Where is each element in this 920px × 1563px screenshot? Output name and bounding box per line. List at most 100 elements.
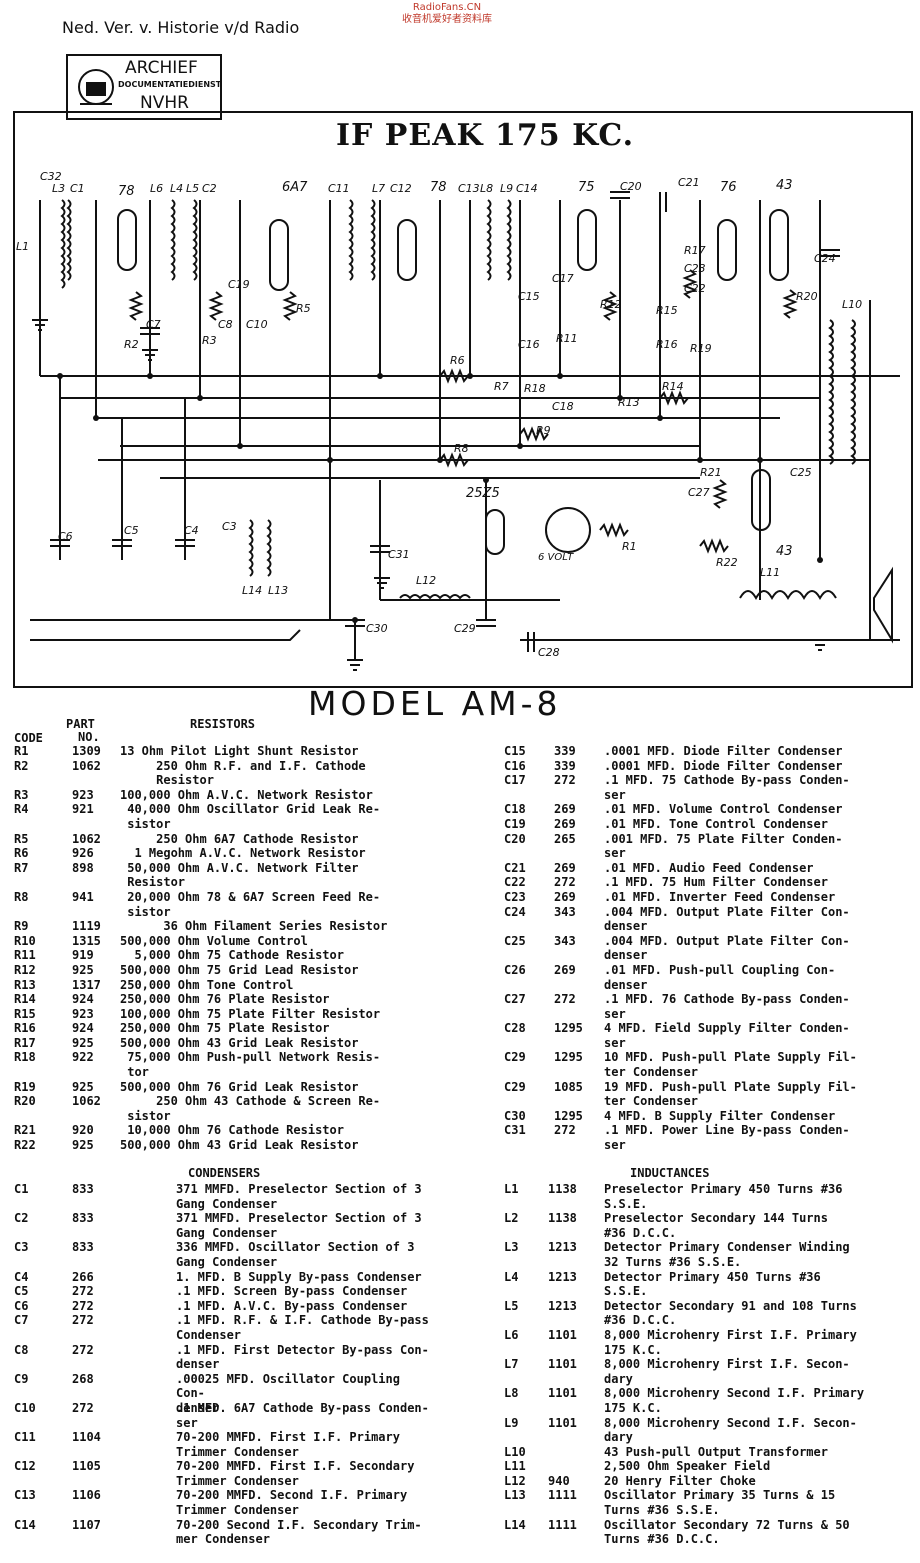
part-number: 833 [72,1182,94,1196]
component-label: C2 [202,182,217,195]
part-code: L6 [504,1327,519,1342]
part-description: 500,000 Ohm 43 Grid Leak Resistor [120,1035,359,1050]
component-label: C32 [40,170,62,183]
part-number: 269 [554,802,576,817]
part-description: 10,000 Ohm 76 Cathode Resistor [120,1123,344,1138]
part-description: Detector Primary 450 Turns #36 S.S.E. [604,1269,821,1299]
part-description: 100,000 Ohm A.V.C. Network Resistor [120,787,373,802]
component-label: R18 [524,382,546,395]
part-number: 833 [72,1211,94,1226]
source-watermark-line1: RadioFans.CN [412,2,482,13]
component-label: R14 [662,380,684,393]
part-code: C8 [14,1342,29,1357]
part-number: 921 [72,802,94,817]
part-description: 336 MMFD. Oscillator Section of 3 Gang C… [176,1240,415,1269]
part-description: .004 MFD. Output Plate Filter Con- dense… [604,933,850,963]
part-number: 925 [72,962,94,977]
tube-label: 78 [118,184,135,199]
part-number: 1104 [72,1430,101,1445]
part-number: 940 [548,1473,570,1488]
part-description: 10 MFD. Push-pull Plate Supply Fil- ter … [604,1050,857,1080]
component-label: C30 [366,622,388,635]
part-code: R11 [14,948,36,963]
stamp-line-3: NVHR [140,93,189,113]
condensers-header: CONDENSERS [188,1166,261,1180]
part-number: 1138 [548,1211,577,1226]
part-code: C5 [14,1284,29,1299]
part-description: 500,000 Ohm 43 Grid Leak Resistor [120,1138,359,1153]
component-label: R11 [556,332,578,345]
component-label: L6 [150,182,164,195]
component-label: C7 [146,318,161,331]
component-label: R9 [536,424,551,437]
part-number: 919 [72,948,94,963]
part-code: L2 [504,1211,519,1226]
tube-label: 76 [720,180,737,195]
component-label: C1 [70,182,85,195]
part-number: 925 [72,1079,94,1094]
part-code: L1 [504,1182,519,1196]
part-number: 1295 [554,1108,583,1123]
part-number: 1309 [72,744,101,758]
part-description: 5,000 Ohm 75 Cathode Resistor [120,948,344,963]
circuit-schematic [13,111,913,688]
part-code: L8 [504,1386,519,1401]
part-code: C19 [504,816,526,831]
part-code: C16 [504,758,526,773]
part-description: 50,000 Ohm A.V.C. Network Filter Resisto… [127,860,359,890]
component-label: C27 [688,486,710,499]
component-label: C18 [552,400,574,413]
part-description: .001 MFD. 75 Plate Filter Conden- ser [604,831,843,861]
component-label: C16 [518,338,540,351]
part-number: 1062 [72,1094,101,1109]
part-code: C29 [504,1050,526,1065]
part-code: L14 [504,1517,526,1532]
component-label: L12 [416,574,437,587]
component-label: R7 [494,380,509,393]
component-label: L14 [242,584,263,597]
component-label: L3 [52,182,66,195]
part-code: C20 [504,831,526,846]
component-label: C20 [620,180,642,193]
part-number: 922 [72,1050,94,1065]
part-code: C18 [504,802,526,817]
part-number: 833 [72,1240,94,1255]
component-label: C12 [390,182,412,195]
part-description: 8,000 Microhenry Second I.F. Primary 175… [604,1386,865,1415]
part-number: 898 [72,860,94,875]
part-number: 339 [554,744,576,758]
part-code: R15 [14,1006,36,1021]
part-code: R3 [14,787,29,802]
part-code: R8 [14,889,29,904]
tube-label: 43 [776,178,793,193]
part-code: R17 [14,1035,36,1050]
part-code: R6 [14,846,29,861]
part-code: C17 [504,773,526,788]
